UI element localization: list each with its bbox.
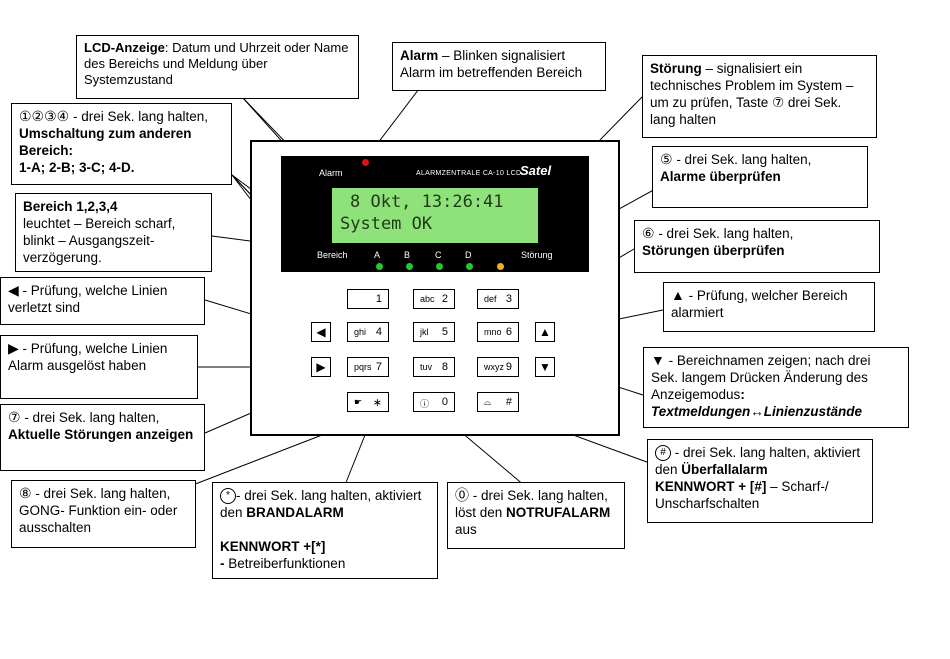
callout-key5: ⑤ - drei Sek. lang halten, Alarme überpr…: [652, 146, 868, 208]
callout-stoerung: Störung – signalisiert ein technisches P…: [642, 55, 877, 138]
callout-key8: ⑧ - drei Sek. lang halten, GONG- Funktio…: [11, 480, 196, 548]
left-arrow-key[interactable]: ◀: [311, 322, 331, 342]
callout-bereich-leds: Bereich 1,2,3,4 leuchtet – Bereich schar…: [15, 193, 212, 272]
lcd-line-1: 8 Okt, 13:26:41: [350, 192, 504, 212]
key-1[interactable]: 1: [347, 289, 389, 309]
up-arrow-key[interactable]: ▲: [535, 322, 555, 342]
zone-led-c: [436, 263, 443, 270]
zone-label-b: B: [404, 250, 411, 260]
callout-up-arrow: ▲ - Prüfung, welcher Bereich alarmiert: [663, 282, 875, 332]
alarm-led: [362, 159, 369, 166]
down-arrow-key[interactable]: ▼: [535, 357, 555, 377]
callout-key6: ⑥ - drei Sek. lang halten, Störungen übe…: [634, 220, 880, 273]
key-hash[interactable]: ⌓#: [477, 392, 519, 412]
callout-down-arrow: ▼ - Bereichnamen zeigen; nach drei Sek. …: [643, 347, 909, 428]
zone-led-b: [406, 263, 413, 270]
callout-hash: # - drei Sek. lang halten, aktiviert den…: [647, 439, 873, 523]
brand-line: ALARMZENTRALE CA-10 LCD: [416, 170, 522, 177]
callout-zero: ⓪ - drei Sek. lang halten, löst den NOTR…: [447, 482, 625, 549]
key-star[interactable]: ☛∗: [347, 392, 389, 412]
zone-label-d: D: [465, 250, 472, 260]
lcd-line-2: System OK: [340, 214, 433, 234]
right-arrow-key[interactable]: ▶: [311, 357, 331, 377]
lcd-screen: 8 Okt, 13:26:41 System OK: [332, 188, 538, 243]
zone-led-a: [376, 263, 383, 270]
callout-star: *- drei Sek. lang halten, aktiviert den …: [212, 482, 438, 579]
stoerung-label: Störung: [521, 250, 553, 260]
emergency-icon: ⓘ: [420, 399, 430, 409]
callout-key7: ⑦ - drei Sek. lang halten, Aktuelle Stör…: [0, 404, 205, 471]
alarm-label: Alarm: [319, 168, 343, 178]
callout-right-arrow: ▶ - Prüfung, welche Linien Alarm ausgelö…: [0, 335, 198, 399]
callout-bereich-switch: ①②③④ - drei Sek. lang halten, Umschaltun…: [11, 103, 232, 185]
bereich-label: Bereich: [317, 250, 348, 260]
zone-label-c: C: [435, 250, 442, 260]
fire-icon: ☛: [354, 397, 363, 407]
zone-label-a: A: [374, 250, 381, 260]
stoerung-led: [497, 263, 504, 270]
brand-logo: Satel: [520, 163, 552, 178]
zone-led-d: [466, 263, 473, 270]
panic-icon: ⌓: [484, 397, 492, 407]
callout-left-arrow: ◀ - Prüfung, welche Linien verletzt sind: [0, 277, 205, 325]
callout-alarm: Alarm – Blinken signalisiert Alarm im be…: [392, 42, 606, 91]
callout-lcd: LCD-Anzeige: Datum und Uhrzeit oder Name…: [76, 35, 359, 99]
